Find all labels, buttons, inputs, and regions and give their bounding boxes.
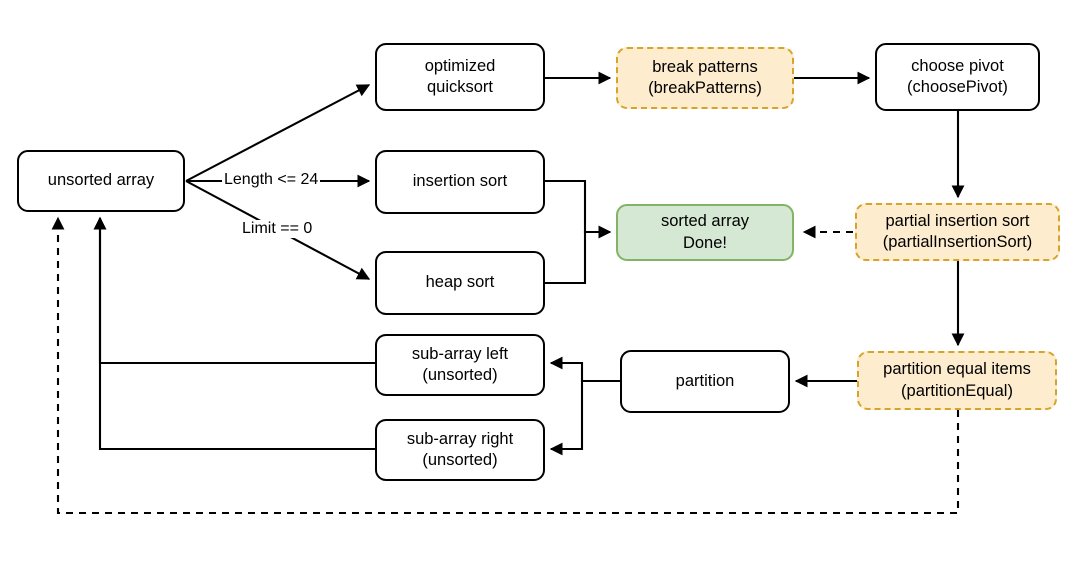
node-partition-equal-items[interactable]: partition equal items (partitionEqual) bbox=[857, 351, 1057, 410]
node-label: sub-array left (unsorted) bbox=[411, 344, 509, 384]
node-partition[interactable]: partition bbox=[620, 350, 790, 413]
node-label: break patterns (breakPatterns) bbox=[648, 57, 762, 97]
node-optimized-quicksort[interactable]: optimized quicksort bbox=[375, 43, 545, 111]
edge-label-limit-condition: Limit == 0 bbox=[240, 220, 315, 238]
edge-unsorted-to-quicksort bbox=[185, 84, 371, 182]
node-partial-insertion-sort[interactable]: partial insertion sort (partialInsertion… bbox=[855, 203, 1060, 261]
node-label: partial insertion sort (partialInsertion… bbox=[882, 211, 1033, 251]
node-label: choose pivot (choosePivot) bbox=[907, 56, 1008, 96]
edge-heap-to-sorted bbox=[545, 225, 612, 285]
edge-label-length-condition: Length <= 24 bbox=[222, 171, 321, 189]
edge-subarrayleft-to-unsorted bbox=[93, 216, 375, 365]
node-label: insertion sort bbox=[412, 172, 508, 191]
edge-partition-to-subarrayright bbox=[549, 379, 620, 456]
node-label: heap sort bbox=[425, 273, 495, 292]
node-heap-sort[interactable]: heap sort bbox=[375, 251, 545, 315]
node-label: sorted array Done! bbox=[660, 212, 750, 252]
node-label: optimized quicksort bbox=[424, 56, 496, 96]
edge-insertion-to-sorted bbox=[545, 179, 612, 239]
node-label: partition bbox=[675, 371, 735, 390]
edge-subarrayright-to-unsorted bbox=[93, 216, 375, 451]
node-label: sub-array right (unsorted) bbox=[406, 429, 514, 469]
node-sorted-array[interactable]: sorted array Done! bbox=[616, 204, 794, 261]
node-sub-array-left[interactable]: sub-array left (unsorted) bbox=[375, 334, 545, 396]
node-unsorted-array[interactable]: unsorted array bbox=[17, 150, 185, 212]
edge-partition-to-subarrayleft bbox=[549, 356, 620, 383]
node-insertion-sort[interactable]: insertion sort bbox=[375, 150, 545, 214]
node-label: unsorted array bbox=[47, 171, 155, 190]
node-break-patterns[interactable]: break patterns (breakPatterns) bbox=[616, 47, 794, 109]
node-choose-pivot[interactable]: choose pivot (choosePivot) bbox=[875, 43, 1040, 111]
node-label: partition equal items (partitionEqual) bbox=[883, 360, 1031, 400]
node-sub-array-right[interactable]: sub-array right (unsorted) bbox=[375, 419, 545, 481]
